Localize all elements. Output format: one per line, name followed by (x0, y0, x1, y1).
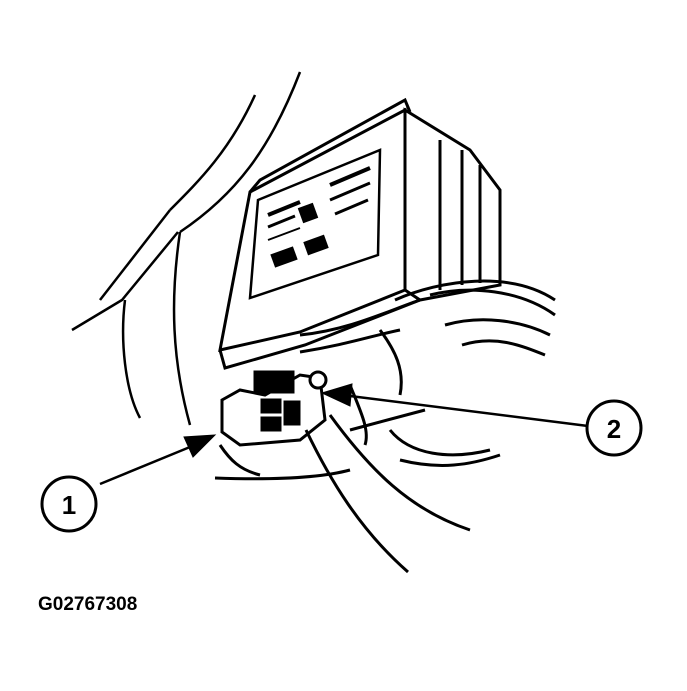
module-label-plate (248, 148, 382, 300)
callout-circle-1 (40, 475, 98, 533)
figure-id: G02767308 (38, 594, 138, 615)
arrowhead-1 (183, 434, 217, 458)
arrowhead-2 (320, 383, 353, 407)
callout-number-1: 1 (62, 490, 76, 520)
callout-2: 2 (320, 383, 643, 457)
callout-number-2: 2 (607, 414, 621, 444)
wiring-harness (214, 279, 556, 574)
panel-contours (71, 71, 302, 426)
connector-assembly (220, 370, 328, 447)
callout-1: 1 (40, 434, 217, 533)
callout-circle-2 (585, 399, 643, 457)
leader-line-2 (349, 394, 589, 428)
leader-line-1 (99, 445, 191, 486)
